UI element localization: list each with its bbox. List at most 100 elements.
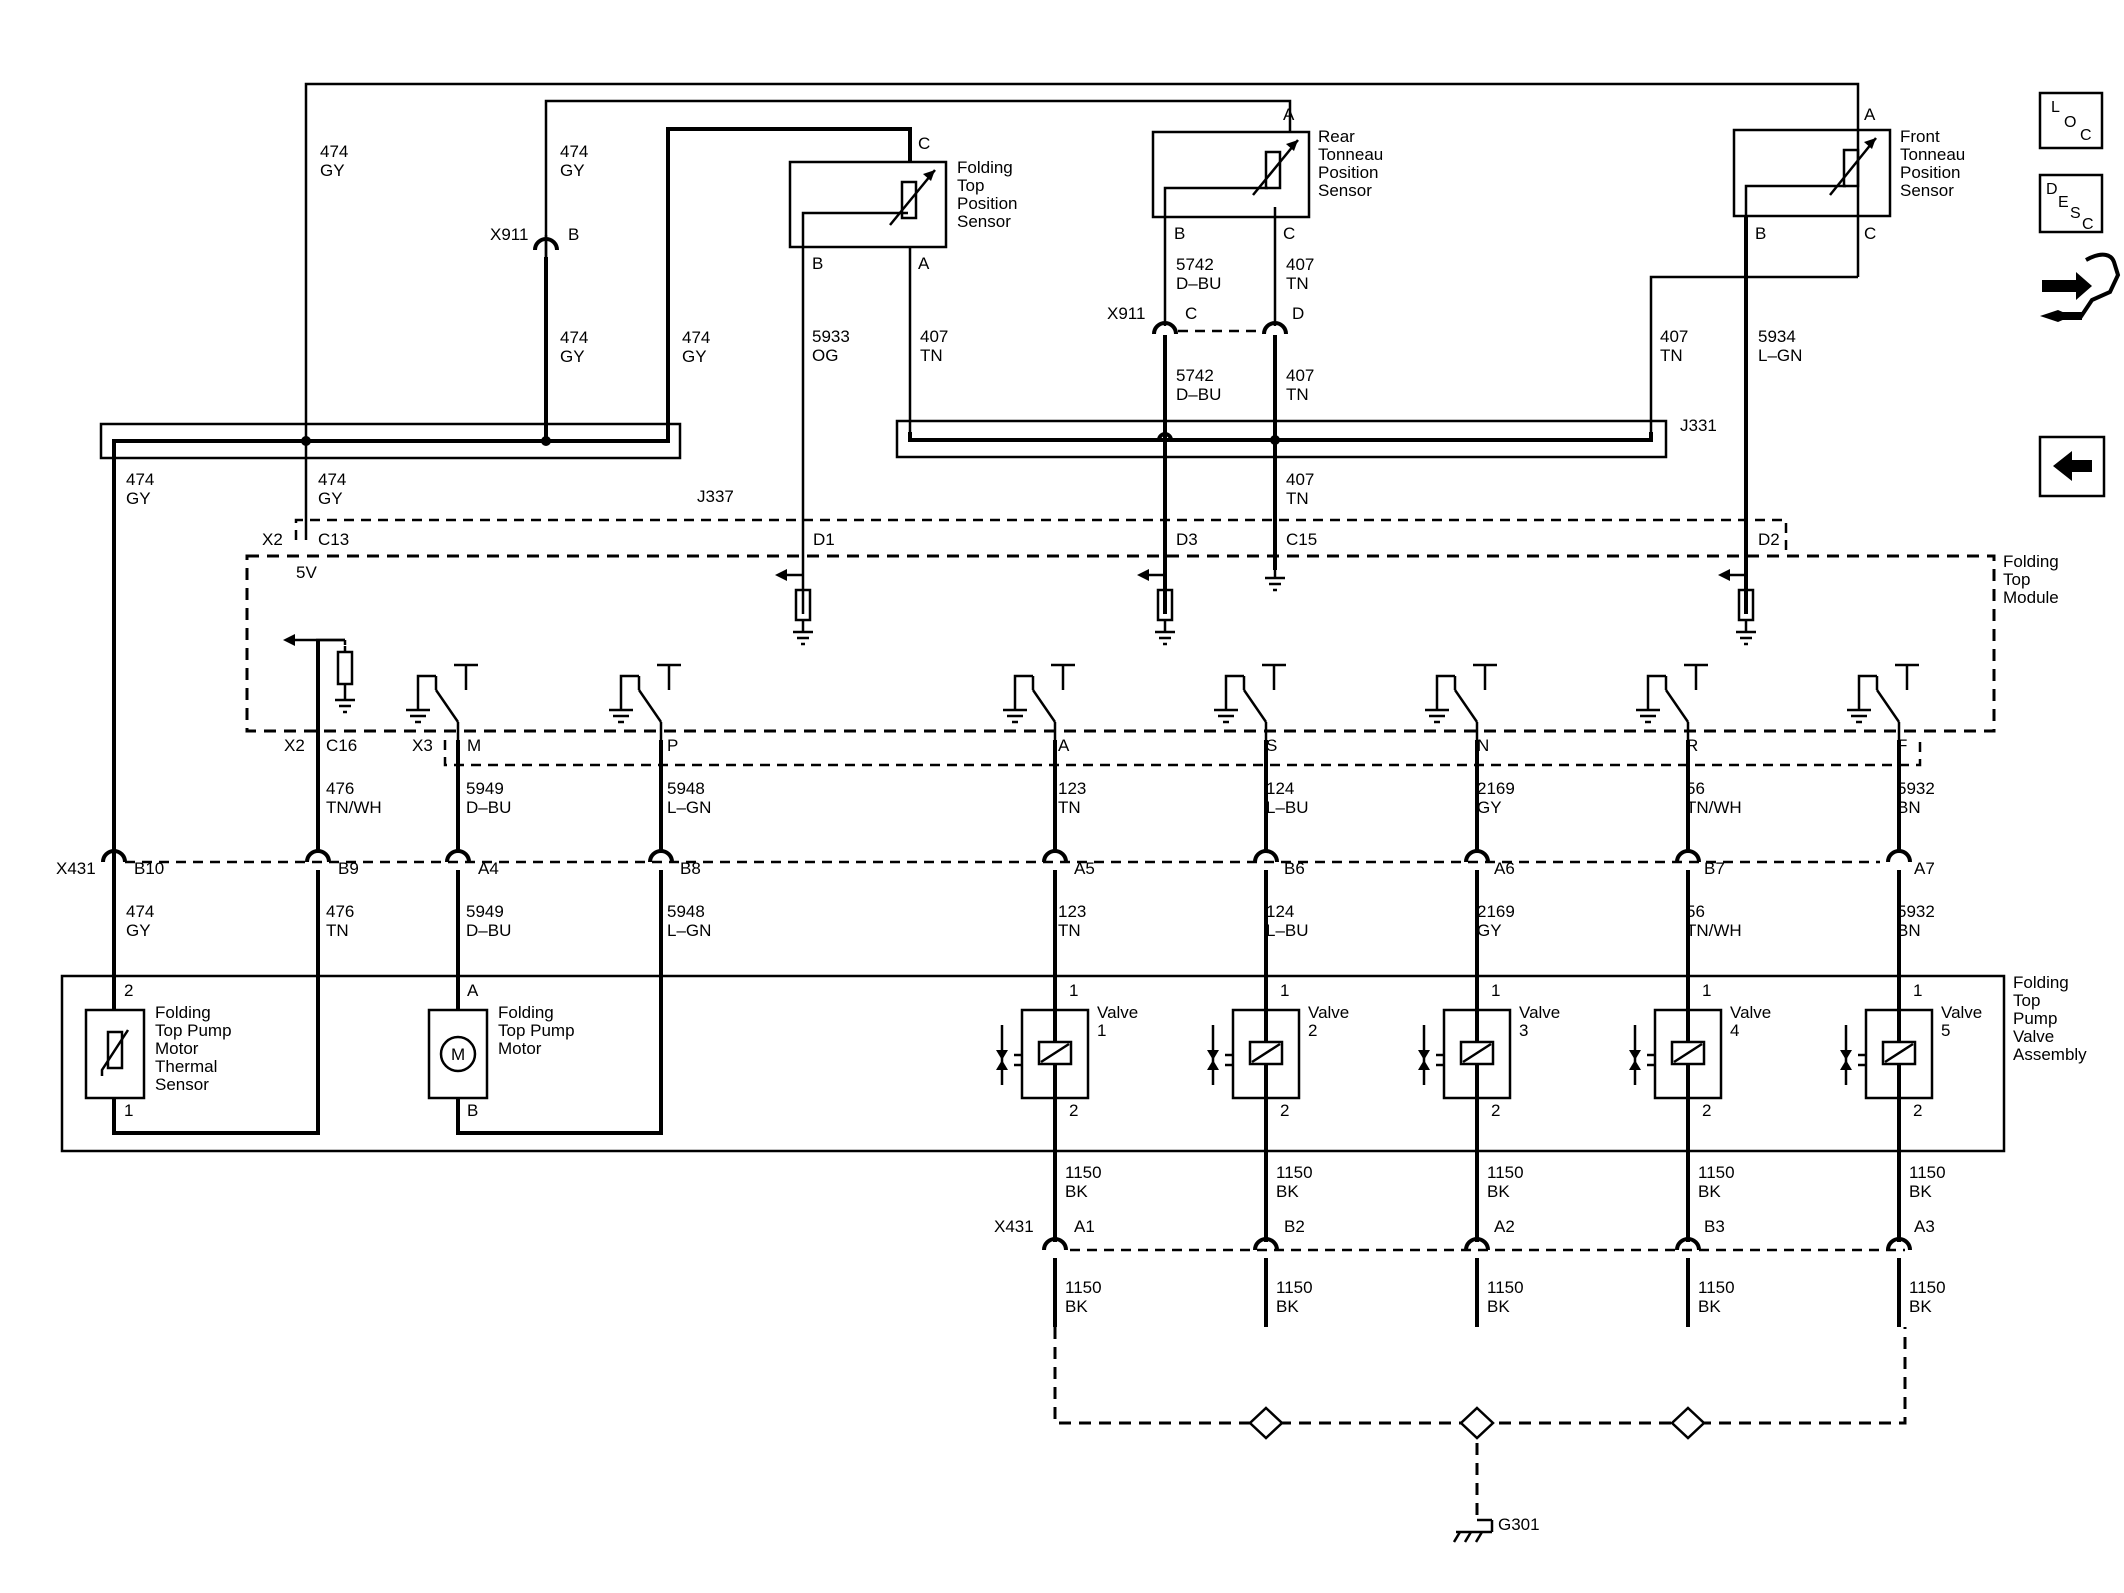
pin-label: B xyxy=(812,254,823,273)
pump-motor-label: Folding xyxy=(498,1003,554,1022)
motor-symbol: M xyxy=(451,1045,465,1064)
valve-number: 3 xyxy=(1519,1021,1528,1040)
wire-color: TN xyxy=(1286,385,1309,404)
pin-label: C15 xyxy=(1286,530,1317,549)
thermal-sensor-label: Thermal xyxy=(155,1057,217,1076)
valve-pin-label: 2 xyxy=(1491,1101,1500,1120)
pump-motor-thermal-sensor xyxy=(84,870,320,1135)
thermal-sensor-label: Sensor xyxy=(155,1075,209,1094)
back-arrow-icon xyxy=(2053,451,2092,481)
wire-color: TN/WH xyxy=(326,798,382,817)
valve-pin-label: 2 xyxy=(1280,1101,1289,1120)
module-input-d2 xyxy=(1718,569,1756,646)
harness-wire xyxy=(445,740,471,863)
connector-view-icon[interactable] xyxy=(2040,252,2121,322)
pump-motor-label: Top Pump xyxy=(498,1021,575,1040)
valve-pin-label: 2 xyxy=(1913,1101,1922,1120)
desc-button[interactable]: D E S C xyxy=(2038,173,2104,234)
wire-color: BK xyxy=(1065,1182,1088,1201)
assembly-label: Valve xyxy=(2013,1027,2054,1046)
module-label: Module xyxy=(2003,588,2059,607)
desc-letter-s: S xyxy=(2070,205,2081,222)
thermal-sensor-label: Motor xyxy=(155,1039,199,1058)
wire-407-front xyxy=(1649,275,1858,440)
wire-color: BK xyxy=(1909,1182,1932,1201)
valve-label: Valve xyxy=(1941,1003,1982,1022)
pin-label: A xyxy=(1058,736,1070,755)
wire-color: TN xyxy=(1286,274,1309,293)
pump-motor-label: Motor xyxy=(498,1039,542,1058)
pin-label: A7 xyxy=(1914,859,1935,878)
wire-color: BK xyxy=(1276,1297,1299,1316)
wire-label: 474 xyxy=(318,470,346,489)
wire-color: D–BU xyxy=(466,798,511,817)
solenoid-valve-5 xyxy=(1840,1008,1934,1327)
sensor-label: Position xyxy=(1900,163,1960,182)
wire-color: D–BU xyxy=(466,921,511,940)
wire-label: 474 xyxy=(682,328,710,347)
wire-color: L–BU xyxy=(1266,798,1309,817)
harness-wire xyxy=(1042,740,1068,1010)
thermal-sensor-label: Folding xyxy=(155,1003,211,1022)
wire-color: GY xyxy=(1477,921,1502,940)
sensor-label: Position xyxy=(957,194,1017,213)
pin-label: B8 xyxy=(680,859,701,878)
sensor-label: Rear xyxy=(1318,127,1355,146)
x2-label: X2 xyxy=(284,736,305,755)
pin-label: B6 xyxy=(1284,859,1305,878)
wire-label: 5949 xyxy=(466,779,504,798)
wire-label: 1150 xyxy=(1487,1278,1524,1297)
wire-color: BK xyxy=(1487,1182,1510,1201)
harness-wire xyxy=(101,458,127,863)
valve-label: Valve xyxy=(1730,1003,1771,1022)
back-button[interactable] xyxy=(2038,435,2106,498)
wire-color: L–GN xyxy=(1758,346,1802,365)
wire-label: 5932 xyxy=(1897,902,1935,921)
wire-color: GY xyxy=(126,921,151,940)
wire-label: 476 xyxy=(326,779,354,798)
folding-top-module xyxy=(245,554,1996,733)
wire-label: 1150 xyxy=(1909,1163,1946,1182)
loc-letter-o: O xyxy=(2064,114,2076,131)
wire-color: BN xyxy=(1897,798,1921,817)
wire-color: GY xyxy=(126,489,151,508)
pin-label: A xyxy=(1864,105,1876,124)
pin-label: D3 xyxy=(1176,530,1198,549)
wire-label: 474 xyxy=(320,142,348,161)
wire-color: GY xyxy=(1477,798,1502,817)
valve-label: Valve xyxy=(1308,1003,1349,1022)
valve-label: Valve xyxy=(1519,1003,1560,1022)
x3-label: X3 xyxy=(412,736,433,755)
pin-label: 2 xyxy=(124,981,133,1000)
folding-top-pump-motor xyxy=(427,870,663,1135)
wire-color: BK xyxy=(1487,1297,1510,1316)
wire-label: 1150 xyxy=(1487,1163,1524,1182)
pin-label: A xyxy=(467,981,479,1000)
pin-label: A1 xyxy=(1074,1217,1095,1236)
wire-color: BK xyxy=(1276,1182,1299,1201)
pin-label: A xyxy=(918,254,930,273)
valve-number: 5 xyxy=(1941,1021,1950,1040)
loc-button[interactable]: L O C xyxy=(2038,91,2104,150)
wire-color: BK xyxy=(1065,1297,1088,1316)
module-label: Folding xyxy=(2003,552,2059,571)
valve-number: 1 xyxy=(1097,1021,1106,1040)
pin-label: N xyxy=(1477,736,1489,755)
wire-color: TN xyxy=(1058,798,1081,817)
wire-color: L–GN xyxy=(667,921,711,940)
low-side-driver-switch xyxy=(1636,663,1708,740)
wire-label: 1150 xyxy=(1698,1163,1735,1182)
wire-label: 56 xyxy=(1686,902,1705,921)
wire-color: TN xyxy=(1286,489,1309,508)
low-side-driver-switch xyxy=(406,663,478,740)
sensor-label: Tonneau xyxy=(1318,145,1383,164)
low-side-driver-switch xyxy=(609,663,681,740)
wire-label: 5949 xyxy=(466,902,504,921)
pin-label: D2 xyxy=(1758,530,1780,549)
wire-color: L–GN xyxy=(667,798,711,817)
wire-label: 474 xyxy=(126,470,154,489)
x2-label: X2 xyxy=(262,530,283,549)
loc-letter-l: L xyxy=(2051,99,2060,116)
pin-label: 1 xyxy=(124,1101,133,1120)
low-side-driver-switch xyxy=(1847,663,1919,740)
